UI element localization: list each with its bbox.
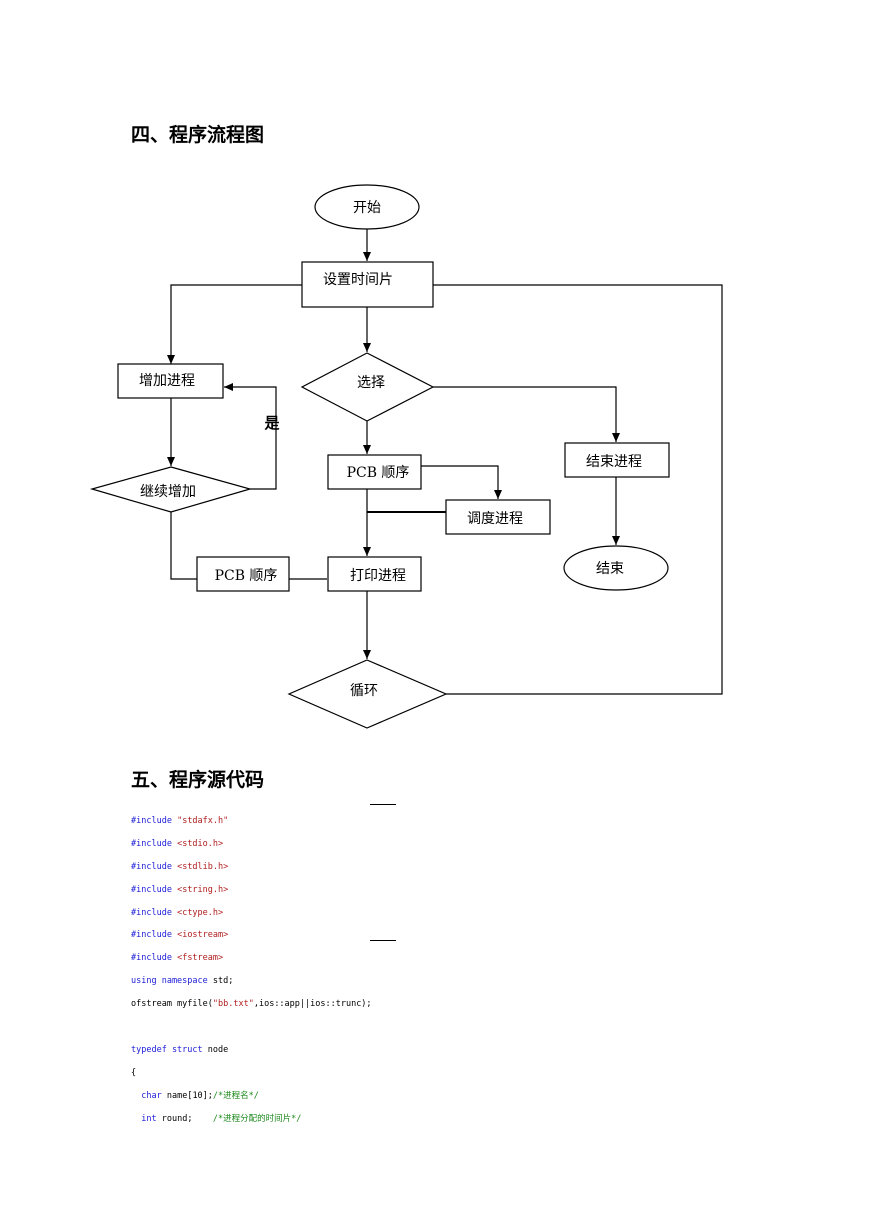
code-line: { xyxy=(131,1062,372,1085)
print-process-label: 打印进程 xyxy=(350,567,406,584)
code-text: round; xyxy=(156,1113,213,1124)
code-keyword: #include xyxy=(131,861,172,872)
code-string: "stdafx.h" xyxy=(177,816,229,826)
code-string: <stdio.h> xyxy=(177,838,224,849)
code-keyword: #include xyxy=(131,884,172,895)
end-label: 结束 xyxy=(596,561,624,577)
arrow-yes-loop xyxy=(224,383,277,490)
print-process-node: 打印进程 xyxy=(327,556,422,592)
end-process-label: 结束进程 xyxy=(586,454,642,470)
code-keyword: #include xyxy=(131,907,172,918)
add-process-label: 增加进程 xyxy=(139,373,195,389)
code-line: char name[10];/*进程名*/ xyxy=(131,1085,372,1108)
code-comment: /*进程名*/ xyxy=(212,1090,259,1101)
code-keyword: int xyxy=(141,1113,157,1124)
code-line: #include <iostream> xyxy=(131,924,372,947)
pcb-order-label-1: PCB 顺序 xyxy=(347,465,410,481)
loop-label: 循环 xyxy=(350,683,378,699)
select-label: 选择 xyxy=(357,375,385,391)
schedule-process-node: 调度进程 xyxy=(445,499,551,535)
code-keyword: using namespace xyxy=(131,976,208,987)
stray-line-1 xyxy=(370,804,396,805)
code-string: <stdlib.h> xyxy=(177,861,229,872)
end-node: 结束 xyxy=(563,545,669,591)
arrow-select-to-end-process xyxy=(433,386,620,442)
line-loop-back xyxy=(433,284,723,695)
code-line: #include <fstream> xyxy=(131,947,372,970)
code-keyword: #include xyxy=(131,930,172,941)
arrow-pcb-to-schedule xyxy=(421,465,502,499)
code-comment: /*进程分配的时间片*/ xyxy=(212,1113,302,1124)
code-string: "bb.txt" xyxy=(212,999,254,1010)
code-keyword: char xyxy=(141,1090,162,1101)
code-line: using namespace std; xyxy=(131,970,372,993)
arrow-set-to-add xyxy=(167,284,302,364)
code-text: name[10]; xyxy=(161,1090,213,1101)
pcb-order-node-2: PCB 顺序 xyxy=(196,556,290,592)
pcb-order-node-1: PCB 顺序 xyxy=(327,454,422,490)
code-line: #include <stdlib.h> xyxy=(131,856,372,879)
pcb-order-label-2: PCB 顺序 xyxy=(215,568,278,584)
code-text: node xyxy=(202,1044,229,1055)
code-line: #include <string.h> xyxy=(131,879,372,902)
code-text: ofstream myfile( xyxy=(131,999,213,1010)
code-indent xyxy=(131,1114,141,1124)
code-line: #include <stdio.h> xyxy=(131,833,372,856)
code-string: <fstream> xyxy=(177,953,224,964)
add-process-node: 增加进程 xyxy=(117,363,224,399)
code-indent xyxy=(131,1091,141,1101)
section-5-heading: 五、程序源代码 xyxy=(131,769,265,791)
yes-label: 是 xyxy=(263,414,280,432)
loop-node: 循环 xyxy=(287,659,448,729)
code-line: int round; /*进程分配的时间片*/ xyxy=(131,1108,372,1131)
code-keyword: #include xyxy=(131,953,172,964)
set-time-slice-label: 设置时间片 xyxy=(323,272,393,288)
continue-add-label: 继续增加 xyxy=(140,483,196,500)
code-text: ,ios::app||ios::trunc); xyxy=(253,999,372,1010)
schedule-process-label: 调度进程 xyxy=(467,511,523,527)
set-time-slice-node: 设置时间片 xyxy=(301,261,434,308)
continue-add-node: 继续增加 xyxy=(89,466,253,513)
code-string: <string.h> xyxy=(177,884,229,895)
end-process-node: 结束进程 xyxy=(564,442,670,478)
code-line: #include "stdafx.h" xyxy=(131,810,372,833)
code-line: typedef struct node xyxy=(131,1039,372,1062)
start-node: 开始 xyxy=(314,184,420,230)
select-node: 选择 xyxy=(300,352,435,422)
start-label: 开始 xyxy=(353,200,381,216)
code-line: #include <ctype.h> xyxy=(131,902,372,925)
code-string: <iostream> xyxy=(177,930,229,941)
code-keyword: #include xyxy=(131,838,172,849)
section-4-heading: 四、程序流程图 xyxy=(131,124,265,146)
code-line-blank xyxy=(131,1016,372,1039)
program-flowchart: 开始 设置时间片 增加进程 选择 继续增加 是 PCB 顺序 结束进程 调度进程 xyxy=(89,184,723,729)
line-continue-no xyxy=(170,512,197,580)
code-keyword: typedef struct xyxy=(131,1044,203,1055)
code-line: ofstream myfile("bb.txt",ios::app||ios::… xyxy=(131,993,372,1016)
source-code-block: #include "stdafx.h" #include <stdio.h> #… xyxy=(131,810,372,1130)
code-text: std; xyxy=(207,976,234,987)
code-keyword: #include xyxy=(131,816,172,826)
stray-line-2 xyxy=(370,940,396,941)
code-text: { xyxy=(131,1067,137,1078)
code-string: <ctype.h> xyxy=(177,907,224,918)
